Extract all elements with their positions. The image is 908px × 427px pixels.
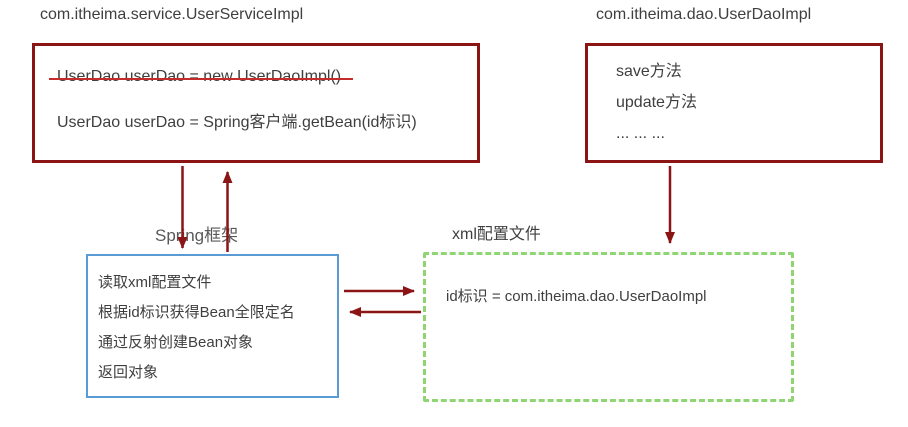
dao-class-box: save方法 update方法 ... ... ... xyxy=(585,43,883,163)
dao-method-list: save方法 update方法 ... ... ... xyxy=(616,56,697,149)
dao-method-ellipsis: ... ... ... xyxy=(616,125,665,142)
spring-step-list: 读取xml配置文件 根据id标识获得Bean全限定名 通过反射创建Bean对象 … xyxy=(98,268,295,388)
xml-config-id-mapping: id标识 = com.itheima.dao.UserDaoImpl xyxy=(446,288,707,305)
dao-class-title: com.itheima.dao.UserDaoImpl xyxy=(596,6,812,23)
struck-out-code: UserDao userDao = new UserDaoImpl() xyxy=(48,68,354,85)
service-class-box: UserDao userDao = new UserDaoImpl() User… xyxy=(32,43,480,163)
service-class-title: com.itheima.service.UserServiceImpl xyxy=(40,6,304,23)
xml-config-box: id标识 = com.itheima.dao.UserDaoImpl xyxy=(423,252,794,402)
spring-getbean-code: UserDao userDao = Spring客户端.getBean(id标识… xyxy=(57,114,417,131)
spring-framework-box: 读取xml配置文件 根据id标识获得Bean全限定名 通过反射创建Bean对象 … xyxy=(86,254,339,398)
spring-step-return-object: 返回对象 xyxy=(98,364,159,381)
dao-method-update: update方法 xyxy=(616,94,697,111)
spring-step-read-xml: 读取xml配置文件 xyxy=(98,274,212,291)
spring-step-reflection: 通过反射创建Bean对象 xyxy=(98,334,254,351)
old-instantiation-code: UserDao userDao = new UserDaoImpl() xyxy=(48,68,354,86)
xml-config-label: xml配置文件 xyxy=(452,226,541,243)
spring-framework-label: Spring框架 xyxy=(155,226,239,245)
dao-method-save: save方法 xyxy=(616,63,682,80)
spring-step-get-classname: 根据id标识获得Bean全限定名 xyxy=(98,304,295,321)
